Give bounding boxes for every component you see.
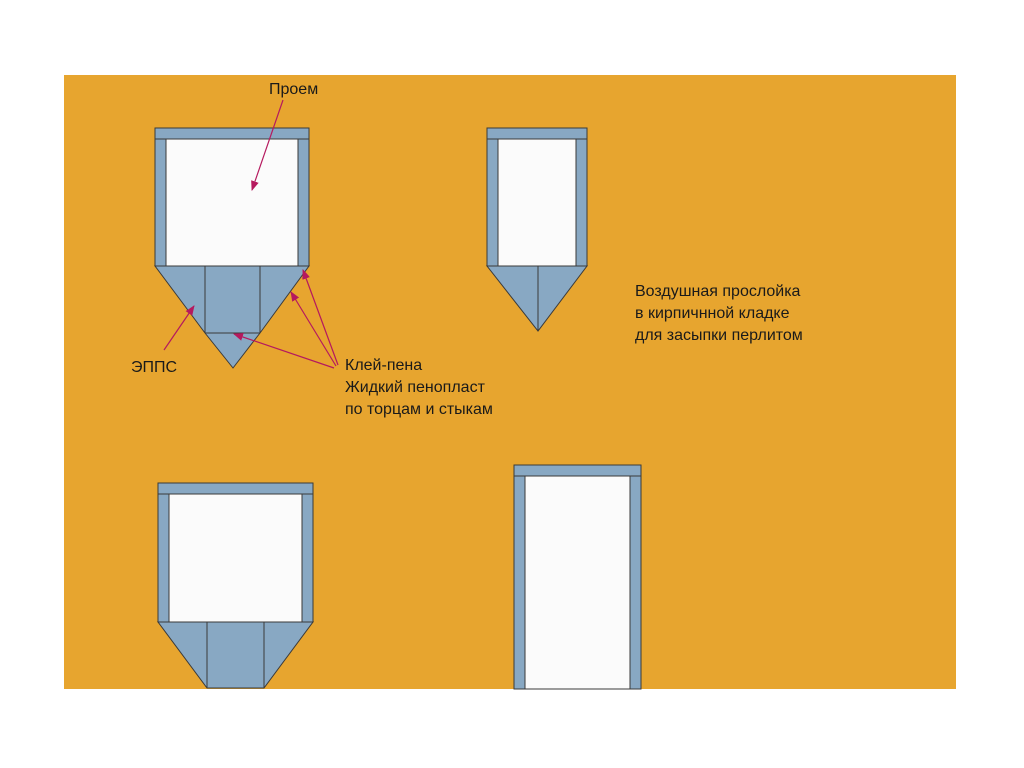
opening-area — [165, 138, 299, 267]
top-cap — [157, 482, 314, 495]
label-foam-line1: Клей-пена — [345, 357, 422, 374]
right-wall-insulation — [297, 138, 310, 267]
left-wall-insulation — [513, 475, 526, 690]
opening-area — [497, 138, 577, 267]
opening-area — [168, 493, 303, 623]
left-wall-insulation — [157, 493, 170, 623]
arrow-foam-2 — [290, 291, 337, 367]
label-foam-line3: по торцам и стыкам — [345, 401, 493, 418]
left-wall-insulation — [154, 138, 167, 267]
eps-pointed-bottom — [154, 265, 310, 369]
label-eps: ЭППС — [131, 359, 177, 376]
label-air-line1: Воздушная прослойка — [635, 283, 801, 300]
top-cap — [513, 464, 642, 477]
arrow-eps — [163, 305, 195, 351]
right-wall-insulation — [629, 475, 642, 690]
left-wall-insulation — [486, 138, 499, 267]
eps-pointed-bottom — [485, 265, 589, 332]
right-wall-insulation — [575, 138, 588, 267]
arrow-foam-3 — [233, 333, 335, 369]
label-opening: Проем — [269, 81, 318, 98]
section-top-middle — [485, 127, 589, 332]
label-air-line3: для засыпки перлитом — [635, 327, 803, 344]
section-bottom-left — [157, 482, 314, 689]
top-cap — [154, 127, 310, 140]
arrow-opening — [251, 99, 284, 191]
right-wall-insulation — [301, 493, 314, 623]
label-foam-line2: Жидкий пенопласт — [345, 379, 486, 396]
section-bottom-right — [513, 464, 642, 690]
opening-area — [524, 475, 631, 690]
section-top-left — [154, 127, 310, 369]
arrow-foam-1 — [302, 269, 339, 366]
top-cap — [486, 127, 588, 140]
label-air-line2: в кирпичнной кладке — [635, 305, 790, 322]
